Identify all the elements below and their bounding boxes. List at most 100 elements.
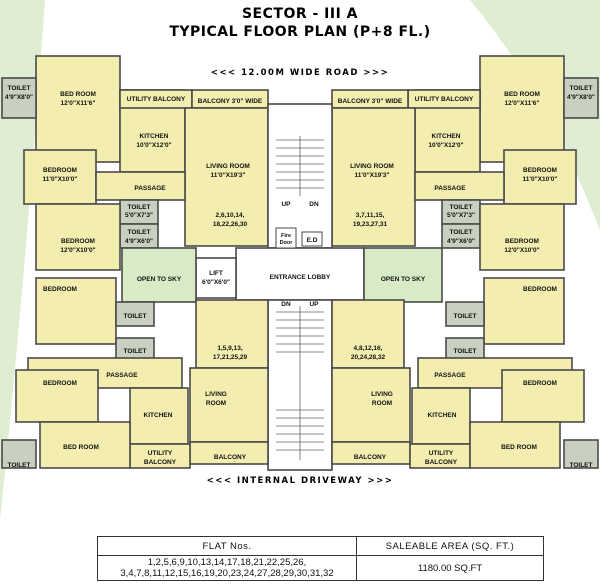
living-room-tl (184, 107, 269, 247)
dimension-label: 5'0"X7'3" (447, 212, 475, 219)
utility-label: UTILITY (148, 450, 173, 457)
bedroom-tr-3 (479, 203, 565, 271)
saleable-area-value: 1180.00 SQ.FT (356, 555, 544, 581)
kitchen-label: KITCHEN (140, 133, 169, 140)
toilet-label: TOILET (450, 229, 473, 236)
bedroom-label: BEDROOM (43, 286, 77, 293)
balcony-label: BALCONY 3'0" WIDE (338, 98, 403, 105)
balcony-label: BALCONY (144, 459, 177, 466)
passage-label: PASSAGE (134, 185, 166, 192)
living-room-label: LIVING ROOM (350, 163, 394, 170)
living-label: LIVING (205, 391, 227, 398)
bed-room-bl-3 (39, 421, 131, 469)
stair-up-label: UP (281, 201, 291, 208)
toilet-bl-1 (115, 301, 155, 327)
balcony-label: BALCONY (354, 454, 387, 461)
bedroom-label: BEDROOM (61, 238, 95, 245)
greenery-right (470, 0, 600, 230)
dimension-label: 11'0"X19'3" (355, 172, 390, 179)
fire-door (275, 227, 297, 249)
bed-room-br-3 (469, 421, 561, 469)
flat-numbers-label: 20,24,28,32 (351, 354, 386, 361)
dimension-label: 11'0"X10'0" (43, 176, 78, 183)
toilet-tl-2 (119, 199, 159, 225)
toilet-label: TOILET (454, 348, 477, 355)
stair-down-label: DN (309, 201, 319, 208)
stair-down-label: DN (281, 301, 291, 308)
flat-numbers-label: 19,23,27,31 (353, 221, 388, 228)
utility-balcony-label: UTILITY BALCONY (127, 96, 186, 103)
room-label: ROOM (372, 400, 392, 407)
stair-up-label: UP (309, 301, 319, 308)
kitchen-label: KITCHEN (428, 412, 457, 419)
open-to-sky-right (363, 247, 443, 303)
bedroom-br-1 (483, 277, 565, 345)
bed-room-tr-1 (479, 55, 565, 163)
flat-nos-cell: 1,2,5,6,9,10,13,14,17,18,21,22,25,26, 3,… (97, 555, 357, 581)
plan-title: TYPICAL FLOOR PLAN (P+8 FL.) (169, 24, 431, 40)
passage-tr (414, 171, 505, 201)
open-to-sky-label: OPEN TO SKY (381, 276, 426, 283)
toilet-label: TOILET (124, 348, 147, 355)
toilet-label: TOILET (8, 85, 31, 92)
living-room-br (331, 367, 411, 443)
lift-label: LIFT (209, 270, 223, 277)
toilet-label: TOILET (128, 204, 151, 211)
toilet-label: TOILET (454, 313, 477, 320)
bedroom-tr-2 (503, 149, 577, 205)
fire-door-label: Door (280, 240, 294, 246)
stair-treads (276, 136, 324, 460)
lift (195, 257, 237, 299)
toilet-br-3 (563, 439, 599, 469)
sector-title: SECTOR - III A (241, 6, 359, 22)
bedroom-bl-2 (15, 369, 99, 423)
toilet-label: TOILET (128, 229, 151, 236)
utility-balcony-label: UTILITY BALCONY (415, 96, 474, 103)
dimension-label: 4'9"X6'0" (125, 238, 153, 245)
passage-label: PASSAGE (434, 185, 466, 192)
flat-numbers-label: 18,22,26,30 (213, 221, 248, 228)
open-to-sky-left (121, 247, 197, 303)
bedroom-tl-3 (35, 203, 121, 271)
bedroom-label: BEDROOM (523, 380, 557, 387)
utility-balcony-br (409, 443, 471, 469)
passage-label: PASSAGE (106, 372, 138, 379)
living-room-bl (189, 367, 269, 443)
bedroom-label: BEDROOM (523, 286, 557, 293)
living-room-tr (331, 107, 416, 247)
dimension-label: 4'9"X6'0" (447, 238, 475, 245)
flat-nos-line: 3,4,7,8,11,12,15,16,19,20,23,24,27,28,29… (120, 568, 334, 579)
dimension-label: 10'0"X12'0" (136, 142, 171, 149)
dimension-label: 12'0"X11'6" (505, 100, 540, 107)
dining-br (331, 299, 405, 369)
flat-nos-header: FLAT Nos. (97, 536, 357, 556)
flat-numbers-label: 2,6,10,14, (216, 212, 245, 219)
flat-nos-line: 1,2,5,6,9,10,13,14,17,18,21,22,25,26, (147, 557, 307, 568)
bedroom-label: BEDROOM (43, 167, 77, 174)
kitchen-label: KITCHEN (144, 412, 173, 419)
dimension-label: 12'0"X10'0" (504, 247, 539, 254)
toilet-label: TOILET (450, 204, 473, 211)
balcony-label: BALCONY (425, 459, 458, 466)
bottom-road-label: <<< INTERNAL DRIVEWAY >>> (206, 476, 394, 486)
bed-room-tl-1 (35, 55, 121, 163)
passage-label: PASSAGE (434, 372, 466, 379)
dimension-label: 10'0"X12'0" (428, 142, 463, 149)
balcony-label: BALCONY 3'0" WIDE (198, 98, 263, 105)
kitchen-label: KITCHEN (432, 133, 461, 140)
kitchen-br (411, 387, 471, 445)
bed-room-label: BED ROOM (63, 444, 99, 451)
balcony-label: BALCONY (214, 454, 247, 461)
utility-label: UTILITY (429, 450, 454, 457)
toilet-br-1 (445, 301, 485, 327)
flat-numbers-label: 1,5,9,13, (217, 345, 242, 352)
entrance-lobby-label: ENTRANCE LOBBY (270, 274, 331, 281)
bed-room-label: BED ROOM (501, 444, 537, 451)
flat-numbers-label: 4,8,12,16, (354, 345, 383, 352)
bedroom-br-2 (501, 369, 585, 423)
flat-numbers-label: 3,7,11,15, (356, 212, 385, 219)
toilet-tl-1 (1, 77, 37, 119)
saleable-area-header: SALEABLE AREA (SQ. FT.) (356, 536, 544, 556)
ed-label: E.D (307, 237, 318, 244)
